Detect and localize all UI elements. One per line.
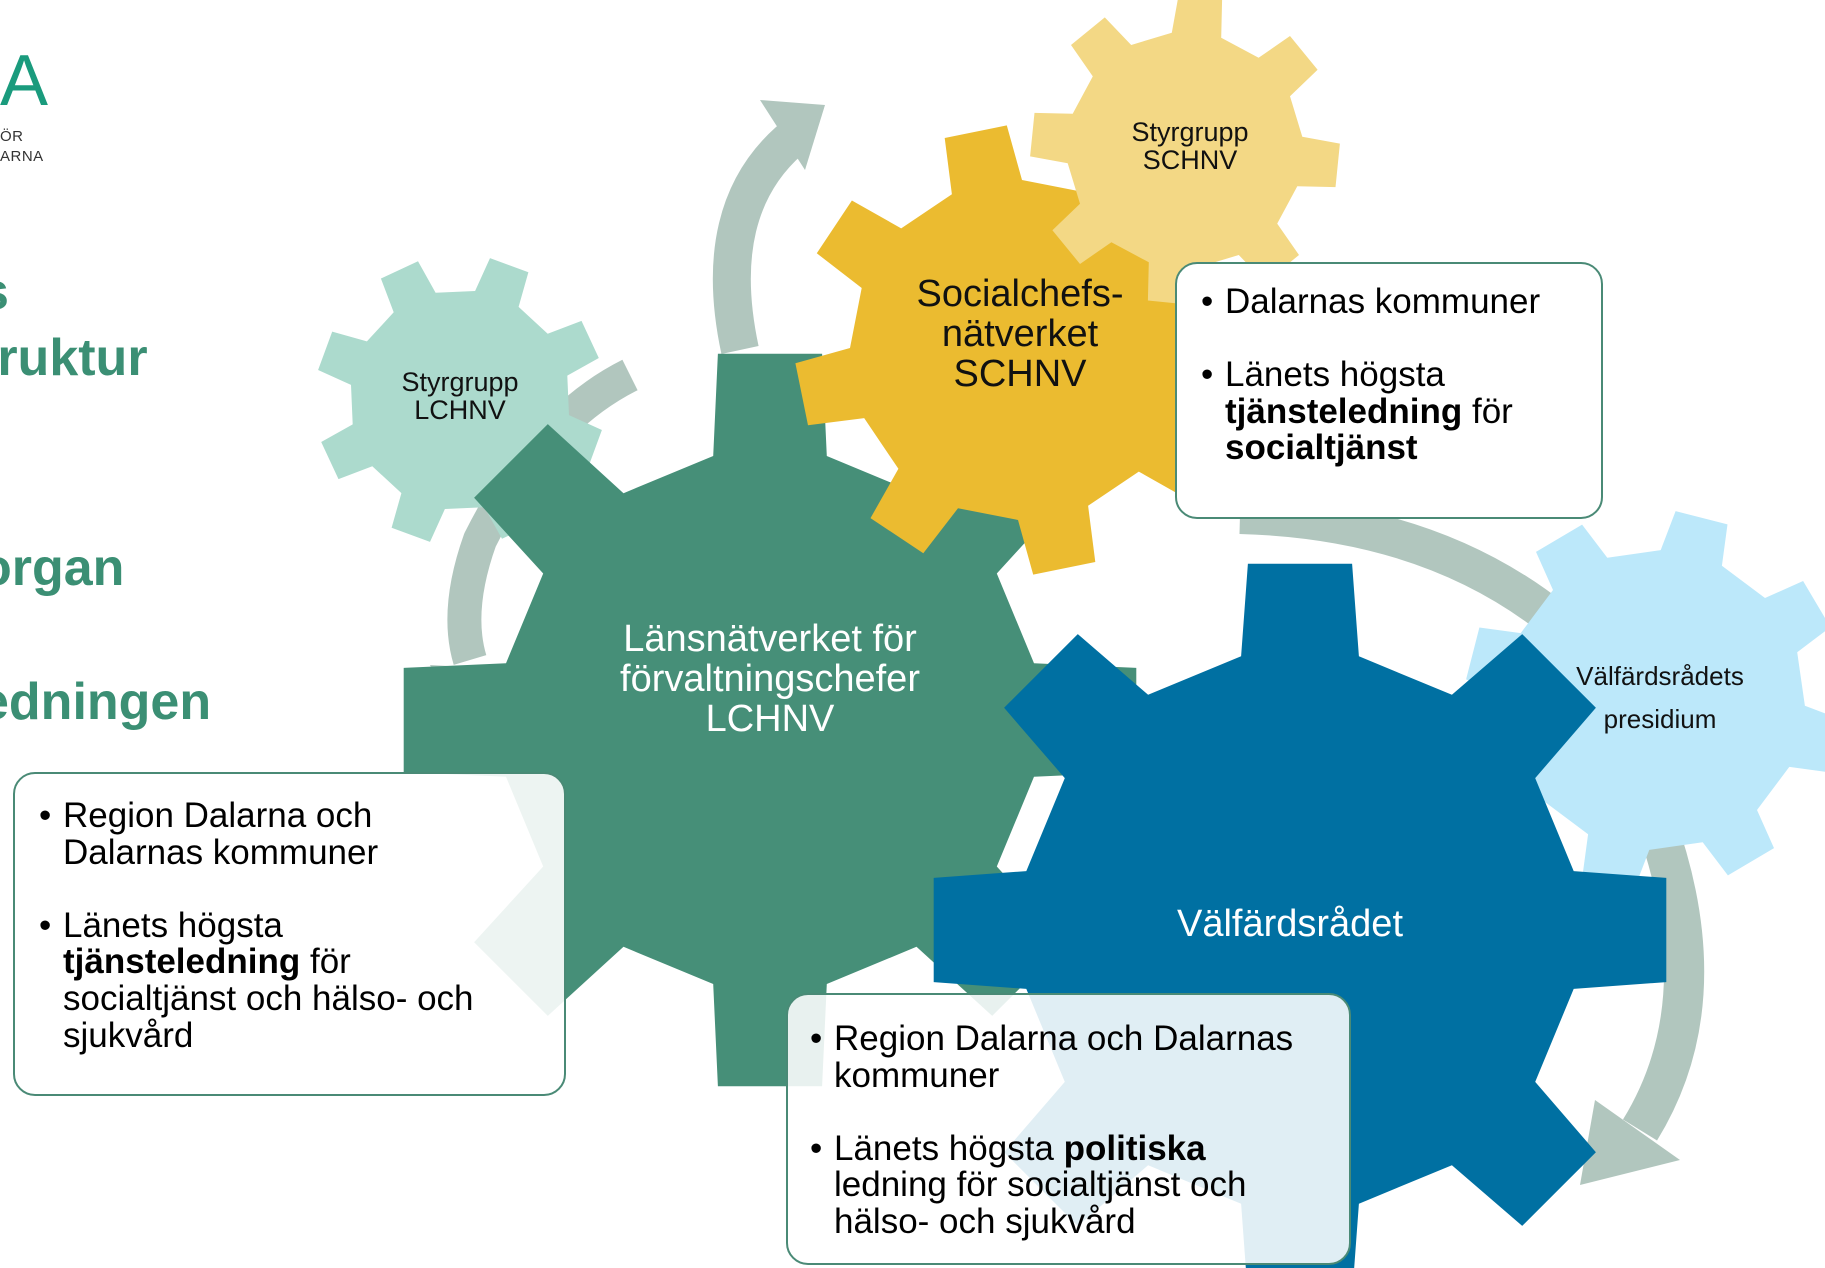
gear-label-schnv-line3: SCHNV — [953, 352, 1087, 395]
info-box-valfard-item-2-text-b: ledning för socialtjänst och hälso- och … — [834, 1165, 1247, 1241]
gear-label-lchnv-line3: LCHNV — [705, 697, 835, 740]
info-box-schnv-item-1-text: Dalarnas kommuner — [1225, 282, 1541, 321]
info-box-schnv-item-2-text-b: för — [1462, 391, 1513, 431]
info-box-schnv-item-2-bold-a: tjänsteledning — [1225, 391, 1463, 431]
logo-text-line1: ÖR — [0, 128, 24, 145]
gear-label-presidium: Välfärdsrådets presidium — [1520, 655, 1800, 741]
side-title-1: s — [0, 262, 9, 322]
info-box-valfard-item-2-bold: politiska — [1063, 1128, 1206, 1168]
gear-label-lchnv-line2: förvaltningschefer — [620, 657, 920, 700]
gear-label-styr-schnv-line1: Styrgrupp — [1131, 117, 1249, 147]
info-box-lchnv-item-1-text: Region Dalarna och Dalarnas kommuner — [63, 796, 379, 872]
gear-label-schnv-line2: nätverket — [941, 312, 1099, 355]
gear-label-valfard-line1: Välfärdsrådet — [1176, 903, 1403, 945]
info-box-valfard-item-1-text: Region Dalarna och Dalarnas kommuner — [834, 1019, 1294, 1095]
info-box-valfard-item-2-text-a: Länets högsta — [834, 1128, 1064, 1168]
info-box-schnv-item-2-text-a: Länets högsta — [1225, 354, 1445, 394]
info-box-lchnv-item-2-text-a: Länets högsta — [63, 905, 283, 945]
info-box-schnv-item-2: Länets högsta tjänsteledning för socialt… — [1197, 354, 1587, 468]
gear-label-styr-lchnv: Styrgrupp LCHNV — [370, 368, 550, 425]
logo-text-line2: ARNA — [0, 148, 44, 165]
info-box-valfard: Region Dalarna och Dalarnas kommuner Län… — [786, 993, 1351, 1265]
info-box-lchnv: Region Dalarna och Dalarnas kommuner Län… — [13, 772, 566, 1096]
cycle-arrow-left — [447, 359, 638, 665]
gear-presidium — [1466, 511, 1825, 889]
gear-label-presidium-line1: Välfärdsrådets — [1576, 661, 1744, 691]
cycle-arrow-bottom-right — [1622, 813, 1705, 1141]
info-box-schnv-item-2-bold-b: socialtjänst — [1225, 428, 1418, 468]
gear-label-lchnv-line1: Länsnätverket för — [623, 618, 917, 660]
info-box-lchnv-item-1: Region Dalarna och Dalarnas kommuner — [35, 796, 544, 872]
side-title-4: edningen — [0, 673, 212, 731]
gear-label-valfard: Välfärdsrådet — [1100, 903, 1480, 945]
info-box-lchnv-item-2: Länets högsta tjänsteledning för socialt… — [35, 905, 544, 1055]
cycle-arrow-bottom-right-head — [1580, 1100, 1680, 1185]
info-box-valfard-item-2: Länets högsta politiska ledning för soci… — [806, 1128, 1329, 1241]
gear-label-styr-schnv-line2: SCHNV — [1142, 145, 1238, 176]
info-box-lchnv-item-2-bold: tjänsteledning — [63, 942, 301, 982]
gear-label-styr-lchnv-line1: Styrgrupp — [401, 367, 519, 397]
side-title-3: organ — [0, 539, 125, 597]
info-box-schnv-item-1: Dalarnas kommuner — [1197, 282, 1587, 321]
info-box-valfard-item-1: Region Dalarna och Dalarnas kommuner — [806, 1019, 1329, 1095]
cycle-arrow-top — [712, 125, 803, 354]
logo-mark: A — [0, 41, 49, 121]
gear-styrgrupp-schnv — [1030, 0, 1340, 305]
info-box-lchnv-item-2-text-b: för socialtjänst och hälso- och sjukvård — [63, 942, 474, 1055]
gear-label-presidium-line2: presidium — [1603, 703, 1717, 734]
gear-label-schnv-line1: Socialchefs- — [916, 273, 1124, 315]
info-box-schnv: Dalarnas kommuner Länets högsta tjänstel… — [1175, 262, 1603, 519]
gear-label-schnv: Socialchefs- nätverket SCHNV — [880, 273, 1160, 395]
cycle-arrow-top-head — [760, 100, 825, 170]
gear-label-styr-schnv: Styrgrupp SCHNV — [1090, 118, 1290, 175]
gear-label-lchnv: Länsnätverket för förvaltningschefer LCH… — [570, 618, 970, 740]
gear-label-styr-lchnv-line2: LCHNV — [414, 395, 506, 426]
side-title-2: truktur — [0, 329, 148, 387]
